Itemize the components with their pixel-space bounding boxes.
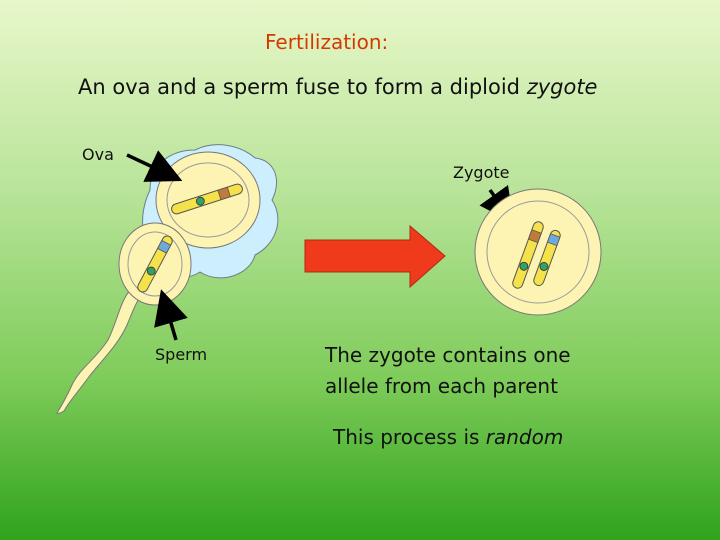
process-note-emphasis: random — [485, 425, 564, 449]
zygote-cell — [474, 188, 602, 316]
description-line-1: The zygote contains one — [325, 343, 571, 367]
ova-pointer-arrow — [126, 150, 183, 182]
process-note: This process is random — [333, 425, 563, 449]
process-note-text: This process is — [333, 425, 486, 449]
ova-chromosome — [171, 183, 243, 215]
subtitle: An ova and a sperm fuse to form a diploi… — [78, 75, 597, 99]
description-line-2: allele from each parent — [325, 374, 558, 398]
subtitle-emphasis: zygote — [526, 75, 598, 99]
ova-label: Ova — [82, 145, 114, 164]
zygote-chromosome-paternal — [533, 229, 561, 287]
page-title: Fertilization: — [265, 30, 389, 54]
sperm-chromosome — [137, 235, 173, 293]
process-arrow — [304, 224, 446, 289]
sperm-label: Sperm — [155, 345, 208, 364]
zygote-label: Zygote — [453, 163, 510, 182]
zygote-chromosome-maternal — [512, 221, 544, 289]
subtitle-text: An ova and a sperm fuse to form a diploi… — [78, 75, 527, 99]
sperm-pointer-arrow — [154, 289, 188, 341]
description: The zygote contains one allele from each… — [325, 340, 571, 402]
sperm-tail — [56, 287, 143, 414]
